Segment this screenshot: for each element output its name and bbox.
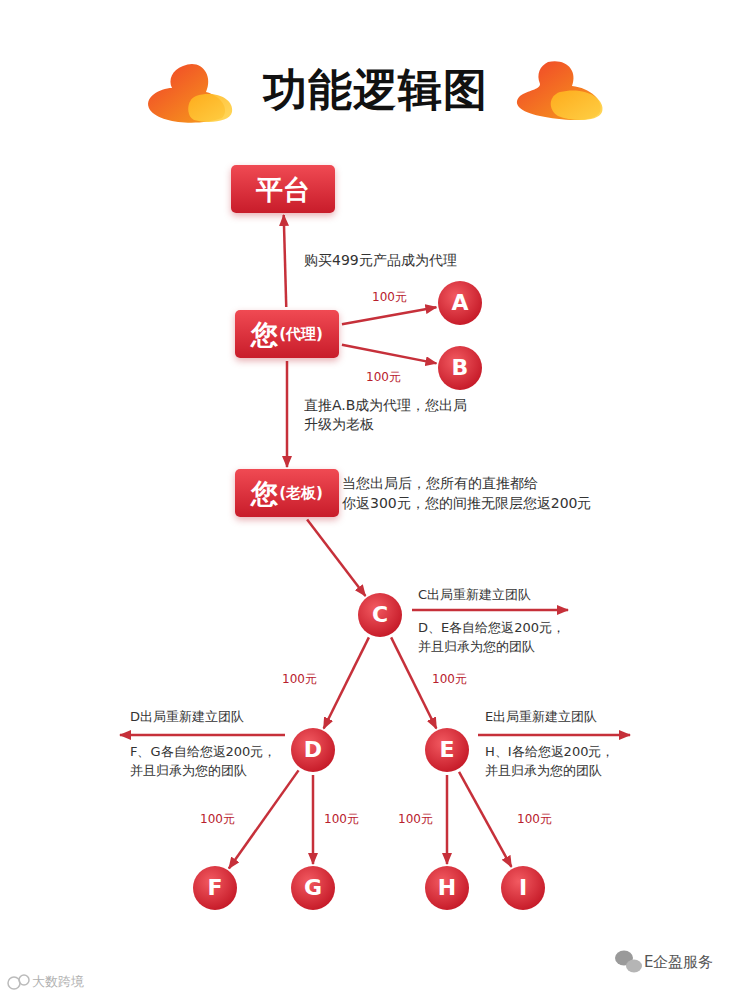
circle-shape — [291, 728, 335, 772]
note-text: D、E各自给您返200元， 并且归承为您的团队 — [418, 619, 576, 657]
flow-arrow — [286, 361, 289, 467]
circle-shape — [193, 866, 237, 910]
icon-bubble — [626, 960, 642, 973]
edge-label: 100元 — [370, 289, 409, 305]
flow-arrow — [229, 770, 299, 868]
edge-label: 购买499元产品成为代理 — [302, 251, 459, 270]
note-text: E出局重新建立团队 — [485, 708, 597, 727]
node-text: I — [519, 877, 527, 899]
note-text: F、G各自给您返200元， 并且归承为您的团队 — [130, 743, 280, 781]
member-circle: C — [358, 593, 402, 637]
node-text: 平台 — [256, 176, 310, 203]
leave-arrow — [412, 609, 568, 612]
node-text: (代理) — [279, 327, 323, 342]
node-text: D — [304, 739, 322, 761]
edge-label: 100元 — [364, 369, 403, 385]
watermark: E企盈服务 — [644, 952, 713, 974]
leave-arrow — [478, 734, 630, 737]
role-box: 平台 — [231, 165, 335, 213]
role-box: 您(代理) — [235, 310, 339, 358]
node-text: H — [438, 877, 456, 899]
flow-arrow — [459, 772, 511, 867]
flow-arrow — [342, 307, 436, 324]
node-text: 您 — [251, 480, 278, 507]
title-blob — [551, 90, 603, 120]
edge-label: 100元 — [280, 671, 319, 687]
circle-shape — [425, 728, 469, 772]
diagram-title: 功能逻辑图 — [0, 66, 750, 114]
title-blob — [188, 94, 232, 122]
circle-shape — [438, 281, 482, 325]
icon-ring — [8, 977, 20, 989]
node-text: 您 — [251, 321, 278, 348]
node-text: (老板) — [279, 486, 323, 501]
watermark: 大数跨境 — [32, 973, 84, 992]
edge-label: 100元 — [515, 811, 554, 827]
node-text: E — [439, 739, 454, 761]
note-text: 当您出局后，您所有的直推都给 你返300元，您的间推无限层您返200元 — [342, 473, 604, 514]
node-text: B — [452, 357, 469, 379]
member-circle: F — [193, 866, 237, 910]
wechat-icon — [615, 951, 642, 973]
watermark-icon — [8, 975, 29, 989]
flow-arrow — [307, 519, 365, 596]
node-text: G — [304, 877, 322, 899]
flow-arrow — [312, 775, 315, 864]
note-text: H、I各给您返200元， 并且归承为您的团队 — [485, 743, 635, 781]
node-text: F — [207, 877, 222, 899]
node-text: A — [451, 292, 468, 314]
flow-arrow — [284, 215, 287, 307]
leave-arrow — [120, 734, 285, 737]
node-text: C — [372, 604, 388, 626]
member-circle: G — [291, 866, 335, 910]
icon-ring — [19, 975, 29, 985]
role-box: 您(老板) — [235, 469, 339, 517]
member-circle: E — [425, 728, 469, 772]
member-circle: I — [501, 866, 545, 910]
circle-shape — [291, 866, 335, 910]
edge-label: 直推A.B成为代理，您出局 升级为老板 — [302, 396, 506, 434]
note-text: D出局重新建立团队 — [130, 708, 244, 727]
circle-shape — [358, 593, 402, 637]
flow-arrow — [324, 637, 369, 728]
edge-label: 100元 — [322, 811, 361, 827]
member-circle: B — [438, 346, 482, 390]
circle-shape — [425, 866, 469, 910]
member-circle: H — [425, 866, 469, 910]
circle-shape — [501, 866, 545, 910]
edge-label: 100元 — [198, 811, 237, 827]
member-circle: A — [438, 281, 482, 325]
flow-arrow — [342, 345, 437, 364]
circle-shape — [438, 346, 482, 390]
note-text: C出局重新建立团队 — [418, 586, 531, 605]
flow-arrow — [446, 775, 449, 864]
member-circle: D — [291, 728, 335, 772]
edge-label: 100元 — [430, 671, 469, 687]
edge-label: 100元 — [396, 811, 435, 827]
